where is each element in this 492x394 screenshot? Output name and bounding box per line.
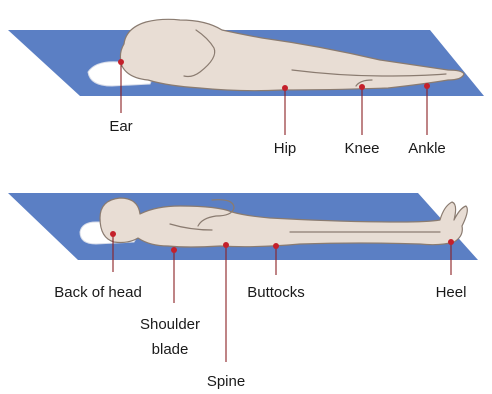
ankle-label: Ankle bbox=[408, 140, 446, 157]
ankle-pressure-dot bbox=[424, 83, 430, 89]
knee-pressure-dot bbox=[359, 84, 365, 90]
ear-label: Ear bbox=[109, 118, 132, 135]
buttocks-label: Buttocks bbox=[247, 284, 305, 301]
hip-label: Hip bbox=[274, 140, 297, 157]
ear-pressure-dot bbox=[118, 59, 124, 65]
shoulder-blade-label-line1: Shoulder bbox=[140, 316, 200, 333]
shoulder-blade-label-line2: blade bbox=[152, 341, 189, 358]
side-lying-figure-group: Ear Hip Knee Ankle bbox=[8, 19, 484, 157]
spine-pressure-dot bbox=[223, 242, 229, 248]
shoulder-blade-pressure-dot bbox=[171, 247, 177, 253]
back-of-head-pressure-dot bbox=[110, 231, 116, 237]
knee-label: Knee bbox=[344, 140, 379, 157]
supine-figure-group: Back of head Shoulder blade Spine Buttoc… bbox=[8, 193, 478, 390]
heel-label: Heel bbox=[436, 284, 467, 301]
heel-pressure-dot bbox=[448, 239, 454, 245]
buttocks-pressure-dot bbox=[273, 243, 279, 249]
hip-pressure-dot bbox=[282, 85, 288, 91]
spine-label: Spine bbox=[207, 373, 245, 390]
back-of-head-label: Back of head bbox=[54, 284, 142, 301]
